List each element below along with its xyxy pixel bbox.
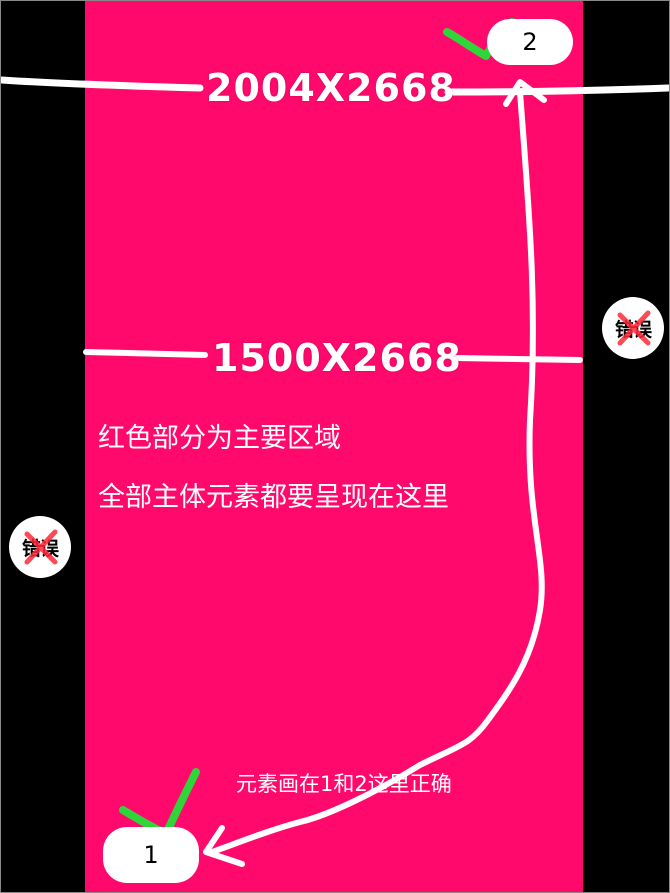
cross-icon: [24, 529, 58, 565]
note-elements-here: 全部主体元素都要呈现在这里: [98, 482, 449, 513]
arrow-head-top: [503, 79, 547, 107]
cross-icon: [617, 310, 651, 346]
full-size-label: 2004X2668: [206, 66, 456, 110]
marker-1: 1: [103, 827, 199, 883]
note-main-area: 红色部分为主要区域: [98, 423, 341, 454]
marker-2: 2: [487, 19, 573, 65]
arrow-path: [209, 89, 545, 855]
full-width-line: [0, 76, 670, 96]
marker-1-label: 1: [143, 841, 159, 869]
wrong-badge-left: 错误: [9, 516, 71, 578]
check-icon-bottom: [119, 768, 200, 838]
arrow-head-bottom: [203, 825, 245, 867]
note-correct-position: 元素画在1和2这里正确: [236, 772, 452, 796]
marker-2-label: 2: [522, 28, 538, 56]
main-area-pink: [85, 0, 583, 893]
main-size-label: 1500X2668: [212, 336, 462, 380]
main-width-line: [83, 349, 583, 363]
wrong-badge-right: 错误: [602, 297, 664, 359]
